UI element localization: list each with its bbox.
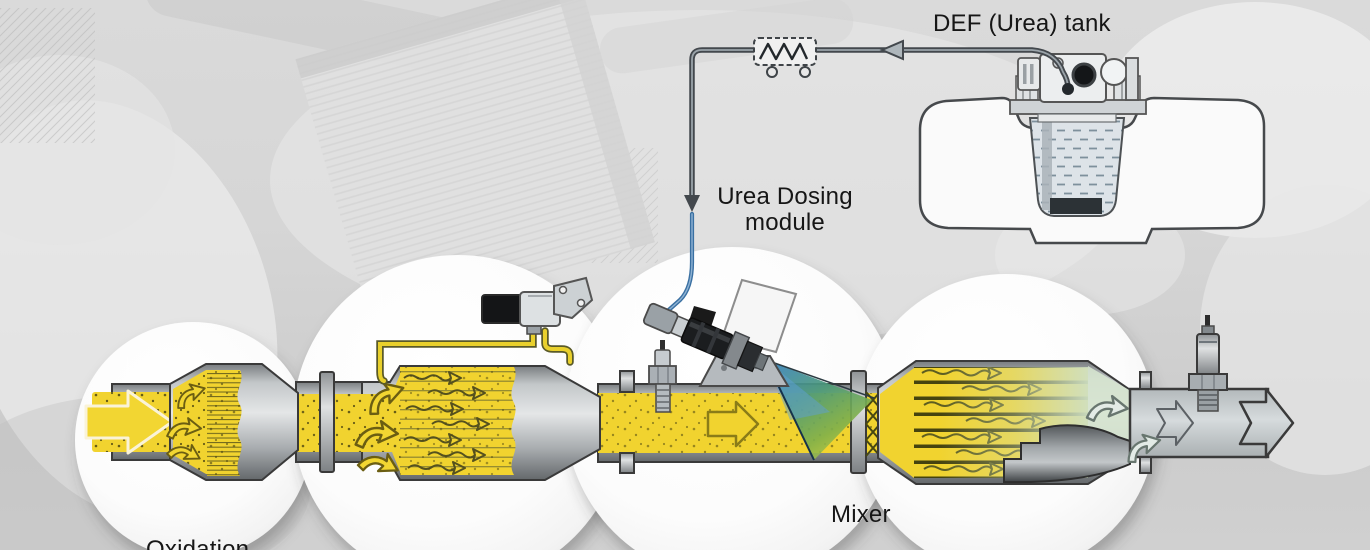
scr-outlet-cone <box>1003 424 1131 484</box>
scr-catalyst <box>877 360 1137 485</box>
flow-direction-arrow-icon <box>879 39 904 61</box>
pipe-flange <box>319 371 335 473</box>
pipe-tab <box>1139 456 1152 474</box>
label-def-tank: DEF (Urea) tank <box>933 10 1111 37</box>
nox-sensor-icon <box>1188 315 1228 412</box>
label-mixer: Mixer <box>831 501 891 528</box>
temperature-sensor-icon <box>648 340 677 413</box>
down-arrow-icon <box>684 195 700 212</box>
label-oxidation: Oxidation <box>146 536 250 550</box>
def-supply-line <box>659 37 1074 319</box>
particulate-filter <box>345 365 601 485</box>
urea-dosing-injector <box>642 278 798 387</box>
flow-arrow <box>706 400 760 448</box>
flow-arrow <box>1156 400 1194 446</box>
def-tank-illustration <box>918 53 1266 245</box>
differential-pressure-sensor-icon <box>376 276 594 385</box>
exhaust-inlet-arrow <box>84 389 174 455</box>
def-pump-module <box>1009 53 1147 123</box>
background-catalyst-box <box>295 0 655 324</box>
exhaust-line <box>84 276 1295 485</box>
line-heater-icon <box>753 37 817 78</box>
pipe-tab <box>1139 371 1152 390</box>
pump-line-fitting <box>1062 83 1074 95</box>
pipe-tab <box>619 452 635 474</box>
exhaust-outlet-arrow <box>1238 387 1295 459</box>
def-tank-liquid-cup <box>1028 117 1126 217</box>
oxidation-catalyst <box>84 363 299 481</box>
pipe-tab <box>619 370 635 393</box>
label-urea-dosing-module: Urea Dosing module <box>717 183 853 236</box>
def-suction-unit <box>1050 198 1102 214</box>
